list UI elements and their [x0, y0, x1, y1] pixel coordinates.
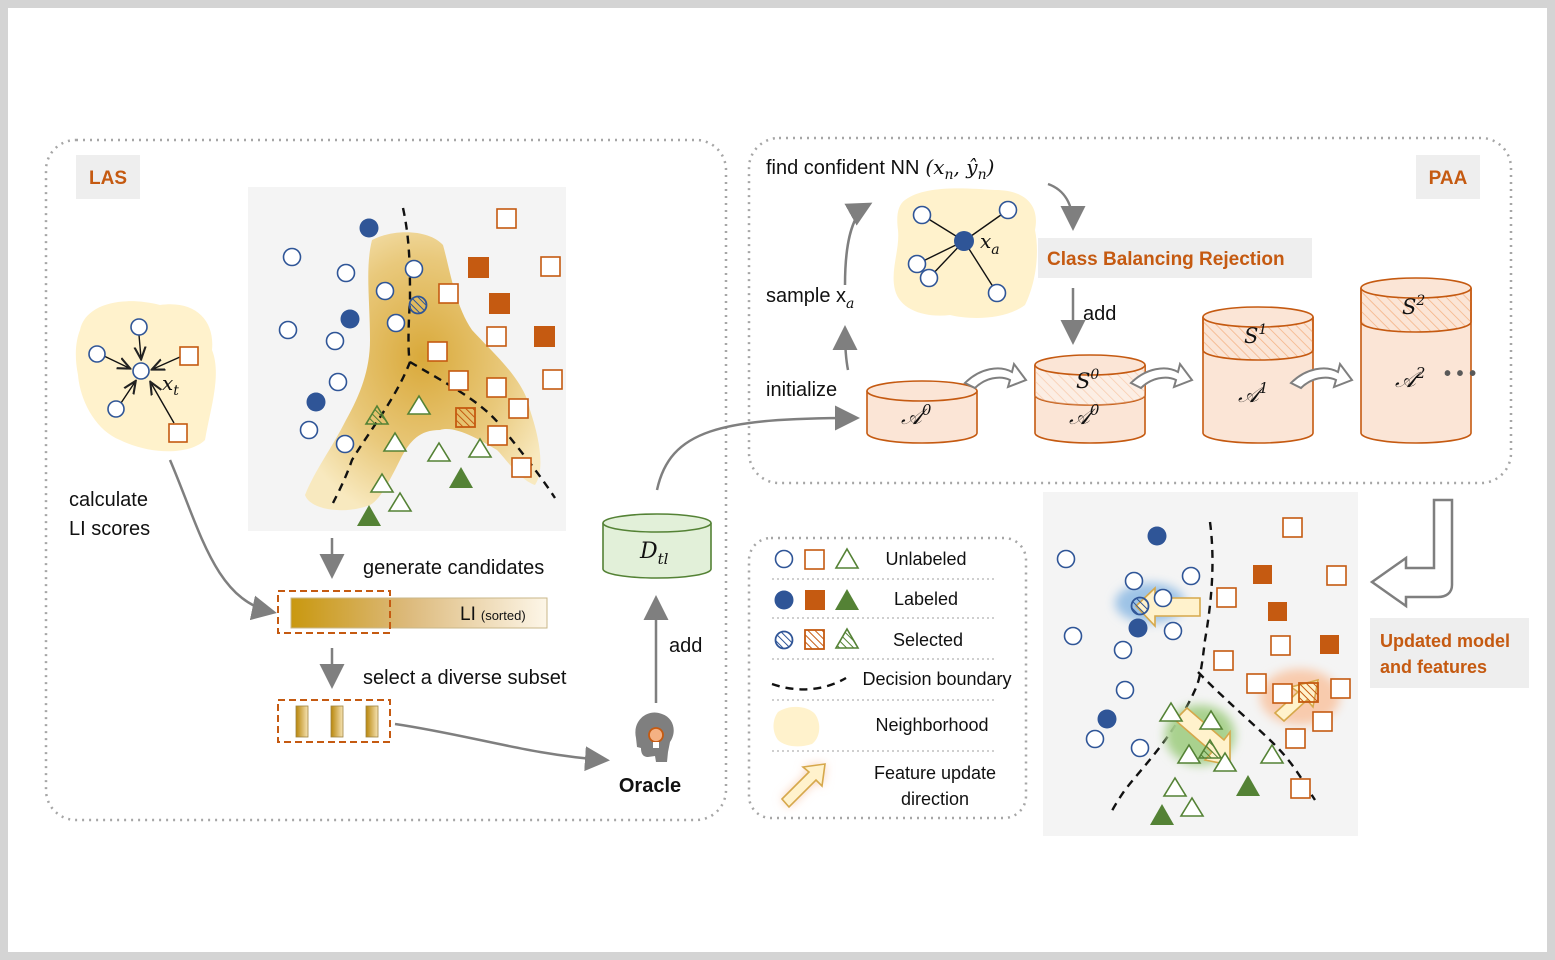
add-label: add: [1083, 303, 1116, 325]
anchor-set-2-cylinder: [1360, 277, 1472, 444]
arrow-to-li-bar: [168, 459, 277, 621]
curved-arrow-2: [1129, 361, 1194, 390]
calc-line-2: LI scores: [69, 518, 150, 540]
diverse-subset: [277, 699, 391, 743]
initialize-label: initialize: [766, 379, 837, 401]
curved-arrow-3: [1289, 361, 1354, 390]
oracle-head-icon: [635, 712, 674, 762]
calc-line-1: calculate: [69, 489, 148, 511]
legend-panel: [747, 536, 1028, 820]
set1-s-label: S0: [1076, 367, 1099, 393]
anchor-set-0-cylinder: [866, 380, 978, 444]
paa-tag-box: [1416, 155, 1480, 199]
candidate-selection-box: [277, 590, 391, 634]
paa-tag: PAA: [1429, 168, 1468, 189]
las-tag-box: [76, 155, 140, 199]
las-target-neighborhood: [75, 301, 216, 452]
bent-arrow-to-updated: [1369, 498, 1454, 609]
set3-a-label: 𝒜2: [1395, 364, 1425, 393]
set2-s-label: S1: [1244, 322, 1267, 348]
paa-panel: [747, 136, 1513, 485]
updated-line-1: Updated model: [1380, 631, 1510, 651]
legend-selected: Selected: [893, 630, 963, 650]
dataset-cylinder: [602, 513, 712, 579]
sample-label: sample xa: [766, 285, 854, 312]
legend-feature-update-2: direction: [901, 789, 969, 809]
legend-neighborhood: Neighborhood: [875, 715, 988, 735]
set3-s-label: S2: [1402, 293, 1425, 319]
arrow-to-oracle: [394, 722, 610, 772]
updated-line-2: and features: [1380, 657, 1487, 677]
las-panel: [44, 138, 728, 822]
arrow-dataset-to-init: [655, 405, 860, 491]
anchor-set-1-cylinder: [1202, 306, 1314, 444]
anchor-set-0-with-s0-cylinder: [1034, 354, 1146, 444]
legend-labeled: Labeled: [894, 589, 958, 609]
legend-boundary: Decision boundary: [862, 669, 1011, 689]
legend-feature-update-1: Feature update: [874, 763, 996, 783]
curved-arrow-1: [963, 361, 1028, 390]
arrow-init-to-sample: [832, 325, 858, 371]
dataset-label: Dtl: [639, 539, 669, 568]
legend-unlabeled: Unlabeled: [885, 549, 966, 569]
li-bar-label: LI(sorted): [460, 604, 526, 625]
cbr-label: Class Balancing Rejection: [1047, 249, 1285, 270]
updated-scatter: [1043, 492, 1358, 836]
anchor-label: xa: [980, 229, 1000, 258]
las-tag: LAS: [89, 168, 127, 189]
arrow-sample-to-nn: [843, 202, 873, 286]
anchor-neighborhood: [893, 188, 1037, 318]
select-subset-label: select a diverse subset: [363, 667, 567, 689]
legend-symbols: [771, 547, 995, 809]
find-nn-label: find confident NN(xn, ŷn): [766, 155, 994, 183]
generate-label: generate candidates: [363, 557, 544, 579]
las-scatter: [248, 187, 566, 531]
target-sample-label: xt: [162, 371, 179, 399]
add-oracle-label: add: [669, 635, 702, 657]
arrow-nn-to-cbr: [1047, 182, 1086, 231]
updated-box: [1370, 618, 1529, 688]
cbr-box: [1038, 238, 1312, 278]
oracle-label: Oracle: [619, 775, 681, 797]
li-sorted-bar: [290, 597, 548, 629]
ellipsis: • • •: [1444, 363, 1476, 385]
